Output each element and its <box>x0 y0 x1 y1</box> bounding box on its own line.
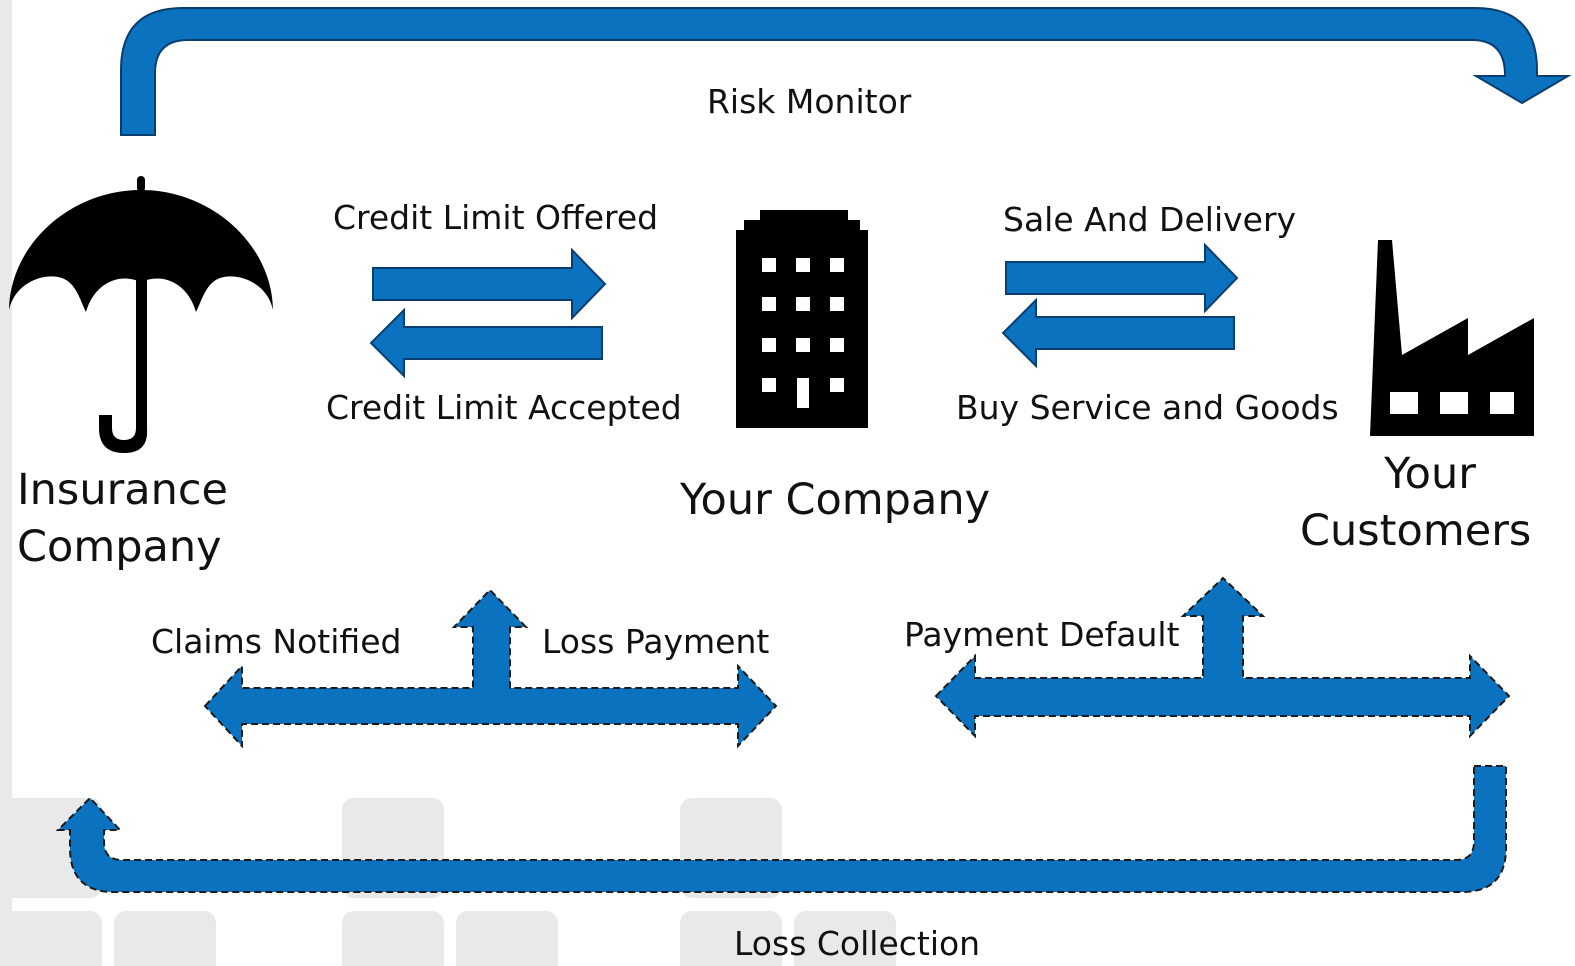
payment-default-arrow <box>934 576 1511 739</box>
payment-default-label: Payment Default <box>904 615 1180 654</box>
credit-limit-offered-arrow <box>372 247 607 321</box>
loss-collection-label: Loss Collection <box>734 924 981 963</box>
loss-collection-arrow <box>55 765 1507 893</box>
sale-and-delivery-arrow <box>1005 242 1239 314</box>
factory-icon <box>1370 240 1534 436</box>
office-building-icon <box>736 210 868 428</box>
umbrella-icon <box>9 176 273 453</box>
credit-limit-accepted-label: Credit Limit Accepted <box>326 388 682 427</box>
insurance-company-label-line2: Company <box>17 522 222 572</box>
credit-limit-accepted-arrow <box>369 307 603 379</box>
insurance-company-label-line1: Insurance <box>17 465 228 515</box>
risk-monitor-label: Risk Monitor <box>707 82 912 121</box>
buy-service-and-goods-arrow <box>1001 297 1235 369</box>
sale-and-delivery-label: Sale And Delivery <box>1003 200 1297 239</box>
risk-monitor-arrow <box>120 7 1572 136</box>
claims-loss-payment-arrow <box>203 588 778 749</box>
credit-limit-offered-label: Credit Limit Offered <box>333 198 659 237</box>
your-company-label: Your Company <box>680 475 991 525</box>
buy-service-and-goods-label: Buy Service and Goods <box>956 388 1339 427</box>
your-customers-label-line2: Customers <box>1300 506 1532 556</box>
your-customers-label-line1: Your <box>1384 449 1476 499</box>
claims-notified-label: Claims Notified <box>151 622 402 661</box>
loss-payment-label: Loss Payment <box>542 622 770 661</box>
